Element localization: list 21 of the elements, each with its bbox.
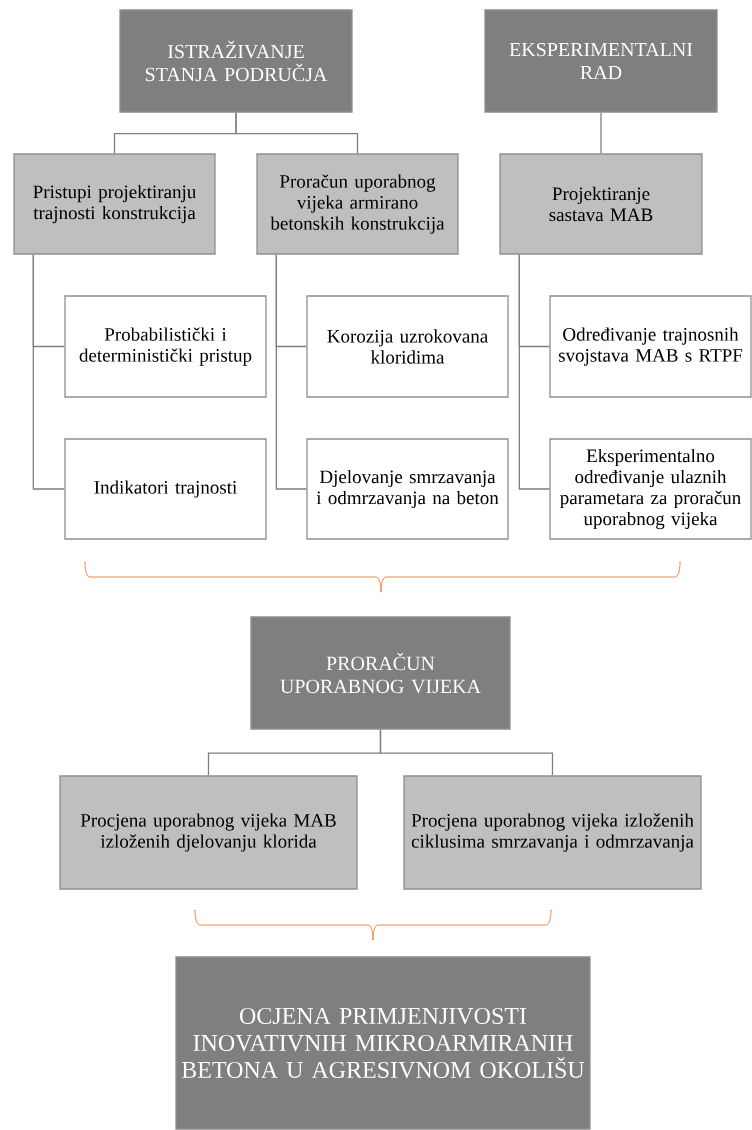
subtopic-box: Probabilistički i deterministički pristup xyxy=(64,295,267,398)
topic-box: Procjena uporabnog vijeka izloženih ciklusima smrzavanja i odmrzavanja xyxy=(403,775,702,890)
subtopic-box: Korozija uzrokovana kloridima xyxy=(306,295,509,398)
heading-box: EKSPERIMENTALNI RAD xyxy=(484,9,718,113)
subtopic-box: Određivanje trajnosnih svojstava MAB s RTPF xyxy=(549,295,752,398)
connector-line xyxy=(379,729,554,776)
topic-box: Pristupi projektiranju trajnosti konstrukcija xyxy=(13,153,216,255)
subtopic-box: Eksperimentalno određivanje ulaznih parametara za proračun uporabnog vijeka xyxy=(549,438,752,540)
subtopic-box: Djelovanje smrzavanja i odmrzavanja na beton xyxy=(306,438,509,540)
heading-box: ISTRAŽIVANJE STANJA PODRUČJA xyxy=(119,9,353,113)
topic-box: Proračun uporabnog vijeka armirano betonskih konstrukcija xyxy=(256,153,459,255)
heading-box: PRORAČUN UPORABNOG VIJEKA xyxy=(250,616,511,730)
connector-line xyxy=(32,254,65,490)
topic-box: Projektiranje sastava MAB xyxy=(499,153,703,255)
subtopic-box: Indikatori trajnosti xyxy=(64,438,267,540)
topic-box: Procjena uporabnog vijeka MAB izloženih djelovanju klorida xyxy=(59,775,358,890)
connector-line xyxy=(600,112,602,154)
connector-line xyxy=(235,112,359,154)
connector-line xyxy=(275,254,307,490)
heading-box: OCJENA PRIMJENJIVOSTI INOVATIVNIH MIKROARMIRANIH BETONA U AGRESIVNOM OKOLIŠU xyxy=(175,956,591,1130)
connector-line xyxy=(518,254,550,490)
